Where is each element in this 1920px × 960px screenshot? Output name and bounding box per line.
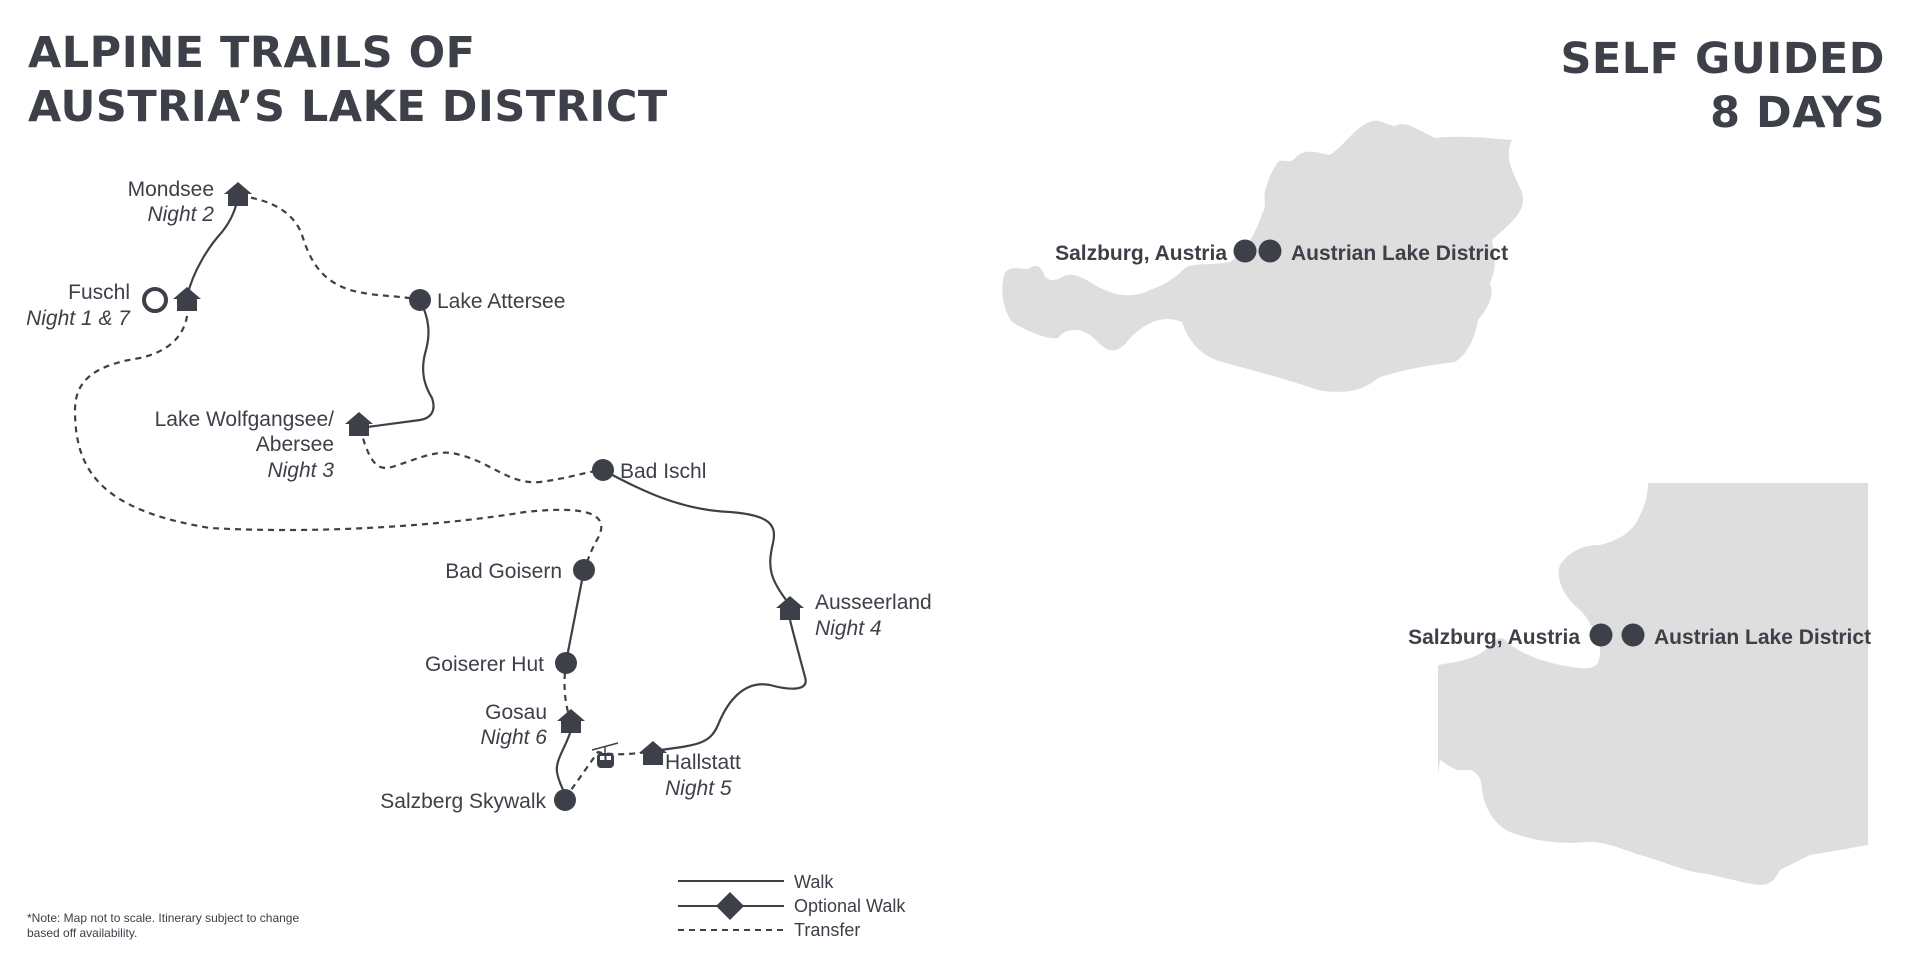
map-title: ALPINE TRAILS OF AUSTRIA’S LAKE DISTRICT [28,26,668,134]
inset-country-map: Salzburg, Austria Austrian Lake District [1002,120,1524,392]
tour-duration: 8 DAYS [1710,88,1885,138]
wolfgangsee-label-1: Lake Wolfgangsee/ [155,408,335,431]
region-silhouette [1438,483,1868,885]
region-inset-salzburg-label: Salzburg, Austria [1408,626,1580,649]
attersee-label: Lake Attersee [437,290,565,313]
walk-fuschl-mondsee [185,195,240,298]
goisererhut-label: Goiserer Hut [425,653,544,676]
tour-info: SELF GUIDED 8 DAYS [1560,32,1885,140]
legend-transfer-label: Transfer [794,920,860,940]
wolfgangsee-night: Night 3 [267,459,334,482]
tour-type: SELF GUIDED [1560,34,1885,84]
region-salzburg-dot-icon [1589,623,1613,647]
cable-car-icon [591,742,619,768]
fuschl-night: Night 1 & 7 [26,307,131,330]
skywalk-label: Salzberg Skywalk [380,790,546,813]
region-inset-lakedistrict-label: Austrian Lake District [1654,626,1871,649]
salzburg-dot-icon [1233,239,1257,263]
stop-labels: Mondsee Night 2 Fuschl Night 1 & 7 Lake … [26,178,932,813]
gosau-label: Gosau [485,701,547,724]
mondsee-house-icon [224,182,252,206]
route-lines [73,194,807,799]
title-line-2: AUSTRIA’S LAKE DISTRICT [28,82,668,132]
country-inset-salzburg-label: Salzburg, Austria [1055,242,1227,265]
ausseerland-label: Ausseerland [815,591,932,614]
stop-markers [142,182,804,811]
country-inset-lakedistrict-label: Austrian Lake District [1291,242,1508,265]
fuschl-house-icon [173,287,201,311]
hallstatt-label: Hallstatt [665,751,741,774]
badgoisern-dot-icon [573,559,595,581]
legend: Walk Optional Walk Transfer [678,872,906,940]
legend-optional-walk-label: Optional Walk [794,896,906,916]
skywalk-dot-icon [554,789,576,811]
walk-gosau-skywalk [555,729,573,799]
lake-district-dot-icon [1258,239,1282,263]
ausseerland-house-icon [776,596,804,620]
badgoisern-label: Bad Goisern [445,560,562,583]
title-line-1: ALPINE TRAILS OF [28,28,476,78]
disclaimer-note: *Note: Map not to scale. Itinerary subje… [27,911,300,940]
attersee-dot-icon [409,289,431,311]
fuschl-label: Fuschl [68,281,130,304]
hallstatt-night: Night 5 [665,777,732,800]
transfer-fuschl-badgoisern [73,304,603,571]
walk-ausseerland-hallstatt [659,619,807,752]
walk-attersee-wolfgangsee [359,299,435,430]
legend-walk-label: Walk [794,872,834,892]
walk-badgoisern-goisererhut [564,569,586,663]
region-lake-district-dot-icon [1621,623,1645,647]
badischl-label: Bad Ischl [620,460,706,483]
gosau-house-icon [557,709,585,733]
start-ring-icon [142,287,168,313]
wolfgangsee-house-icon [345,412,373,436]
wolfgangsee-label-2: Abersee [256,433,334,456]
gosau-night: Night 6 [480,726,547,749]
hallstatt-house-icon [639,741,667,765]
badischl-dot-icon [592,459,614,481]
goisererhut-dot-icon [555,652,577,674]
transfer-wolfgangsee-badischl [358,427,604,484]
ausseerland-night: Night 4 [815,617,882,640]
diamond-icon [716,892,744,920]
transfer-skywalk-hallstatt [564,750,649,799]
walk-badischl-ausseerland [602,469,791,606]
inset-region-map: Salzburg, Austria Austrian Lake District [1408,483,1871,885]
mondsee-night: Night 2 [147,203,214,226]
mondsee-label: Mondsee [128,178,214,201]
transfer-mondsee-attersee [239,194,421,302]
